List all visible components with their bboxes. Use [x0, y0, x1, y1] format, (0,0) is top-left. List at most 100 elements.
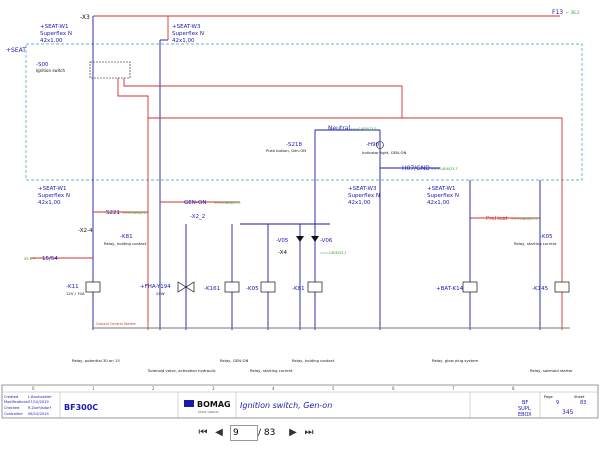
k81a-label: -K81: [120, 234, 133, 240]
svg-text:+SEAT-W3: +SEAT-W3: [348, 186, 377, 192]
h90-sub: Indicator light, GEN-ON: [362, 150, 406, 155]
svg-text:-K05: -K05: [246, 286, 259, 292]
ground-label: Ground Central Starter: [96, 322, 137, 326]
svg-text:Page: Page: [544, 395, 553, 399]
svg-text:-K11: -K11: [66, 284, 79, 290]
neutral-label: Neutral: [328, 125, 350, 132]
svg-text:+BAT-K14: +BAT-K14: [436, 286, 464, 292]
svg-text:3: 3: [212, 386, 215, 391]
x4-label: -X4: [278, 250, 287, 256]
next-page-button[interactable]: ▶: [289, 427, 297, 438]
svg-text:Superflex N: Superflex N: [348, 193, 380, 199]
svg-text:Created: Created: [4, 395, 18, 399]
svg-text:+SEAT-W1: +SEAT-W1: [40, 24, 68, 30]
preheat-label: PreHeat: [486, 216, 509, 222]
svg-text:0: 0: [32, 386, 35, 391]
svg-text:2: 2: [152, 386, 155, 391]
x22-label: -X2_2: [190, 214, 205, 220]
caption-y194: Solenoid valve, activation hydraulic: [148, 368, 216, 373]
svg-text:9: 9: [556, 400, 559, 406]
svg-text:-K145: -K145: [532, 286, 549, 292]
h90-label: -H90: [366, 142, 380, 148]
sheet-title: Ignition switch, Gen-on: [240, 401, 332, 410]
model-label: BF300C: [64, 403, 98, 412]
prev-page-button[interactable]: ◀: [215, 427, 223, 438]
gen-on-label: GEN-ON: [184, 200, 206, 206]
seat-w3-top: +SEAT-W3 Superflex N 42x1,00: [172, 24, 204, 44]
out-1554-label: 15/54: [42, 256, 58, 262]
s00-sub: Ignition switch: [36, 68, 66, 73]
neutral-ref: ===14E6/23.7: [350, 127, 377, 131]
svg-text:1: 1: [92, 386, 95, 391]
v06-diode-icon: [311, 236, 319, 242]
coil-fha-y194: +FHA-Y194 29W: [140, 281, 195, 296]
svg-text:12V / 70A: 12V / 70A: [66, 291, 85, 296]
seat-w1-left: +SEAT-W1 Superflex N 42x1,00: [38, 186, 70, 206]
v06-label: -V06: [320, 238, 333, 244]
caption-k14: Relay, glow plug system: [432, 358, 478, 363]
svg-text:BF: BF: [522, 400, 528, 406]
svg-text:+SEAT-W1: +SEAT-W1: [427, 186, 455, 192]
svg-text:4: 4: [272, 386, 275, 391]
h90-lamp-icon: [376, 141, 384, 149]
k81a-sub: Relay, holding contact: [104, 241, 147, 246]
coil-k145: -K145: [532, 281, 570, 293]
seat-w1-top: +SEAT-W1 Superflex N 42x1,00: [40, 24, 72, 44]
svg-text:5: 5: [332, 386, 335, 391]
svg-text:+SEAT-W1: +SEAT-W1: [38, 186, 66, 192]
svg-text:07/10/2019: 07/10/2019: [28, 400, 49, 404]
k05-sub: Relay, starting current: [514, 241, 557, 246]
svg-text:8: 8: [512, 386, 515, 391]
svg-text:7: 7: [452, 386, 455, 391]
k05-label: -K05: [540, 234, 553, 240]
svg-text:83: 83: [580, 400, 586, 406]
svg-text:Modifications: Modifications: [4, 400, 28, 404]
svg-text:345: 345: [562, 409, 574, 416]
svg-text:Sheet: Sheet: [574, 395, 585, 399]
first-page-button[interactable]: ⏮: [198, 427, 208, 438]
caption-k145: Relay, solenoid starter: [530, 368, 573, 373]
svg-text:+SEAT-W3: +SEAT-W3: [172, 24, 201, 30]
svg-text:Superflex N: Superflex N: [38, 193, 70, 199]
svg-text:6: 6: [392, 386, 395, 391]
svg-text:Superflex N: Superflex N: [40, 31, 72, 37]
svg-text:L.Bonhaehler: L.Bonhaehler: [28, 395, 52, 399]
f13-ref: ← 36.2: [566, 10, 580, 15]
s00-label: -S00: [36, 62, 49, 68]
svg-text:Superflex N: Superflex N: [172, 31, 204, 37]
caption-k161: Relay, GEN-ON: [220, 358, 248, 363]
svg-text:42x1,00: 42x1,00: [427, 200, 450, 206]
svg-text:Superflex N: Superflex N: [427, 193, 459, 199]
page-total: / 83: [258, 428, 276, 438]
coil-k11: -K11 12V / 70A: [66, 281, 101, 296]
svg-text:42x1,00: 42x1,00: [38, 200, 61, 206]
coil-k161: -K161: [204, 281, 240, 293]
coil-bat-k14: +BAT-K14: [436, 281, 478, 293]
s221-label: S221: [106, 210, 120, 216]
s218-sub: Push button, Gen-ON: [266, 148, 306, 153]
svg-text:SUPL: SUPL: [518, 406, 531, 412]
title-block: 0 1 2 3 4 5 6 7 8 Created L.Bonhaehler 0…: [1, 384, 599, 419]
svg-text:-K81: -K81: [292, 286, 305, 292]
seat-frame: [25, 43, 583, 181]
svg-text:FAYAT GROUP: FAYAT GROUP: [198, 410, 218, 414]
pdf-viewer-toolbar: ⏮ ◀ 9 / 83 ▶ ⏭: [0, 420, 600, 456]
page-input[interactable]: 9: [230, 425, 258, 441]
svg-text:42x1,00: 42x1,00: [40, 38, 63, 44]
svg-text:R.Zuehlsdorf: R.Zuehlsdorf: [28, 406, 52, 410]
out-1554-ref: 55.1 ←: [24, 257, 36, 261]
s221-ref: ===14E6/21.1: [122, 211, 149, 215]
svg-text:+FHA-Y194: +FHA-Y194: [140, 284, 171, 290]
svg-text:42x1,00: 42x1,00: [172, 38, 195, 44]
ignition-switch-block: [89, 61, 131, 79]
last-page-button[interactable]: ⏭: [304, 427, 314, 438]
svg-text:EBOX: EBOX: [518, 412, 532, 418]
bomag-logo-icon: [184, 400, 194, 407]
coil-k05: -K05: [246, 281, 276, 293]
v05-diode-icon: [296, 236, 304, 242]
h07-label: H07/GND: [402, 165, 430, 172]
svg-text:42x1,00: 42x1,00: [348, 200, 371, 206]
caption-k05: Relay, starting current: [250, 368, 293, 373]
brand-label: BOMAG: [197, 400, 231, 409]
